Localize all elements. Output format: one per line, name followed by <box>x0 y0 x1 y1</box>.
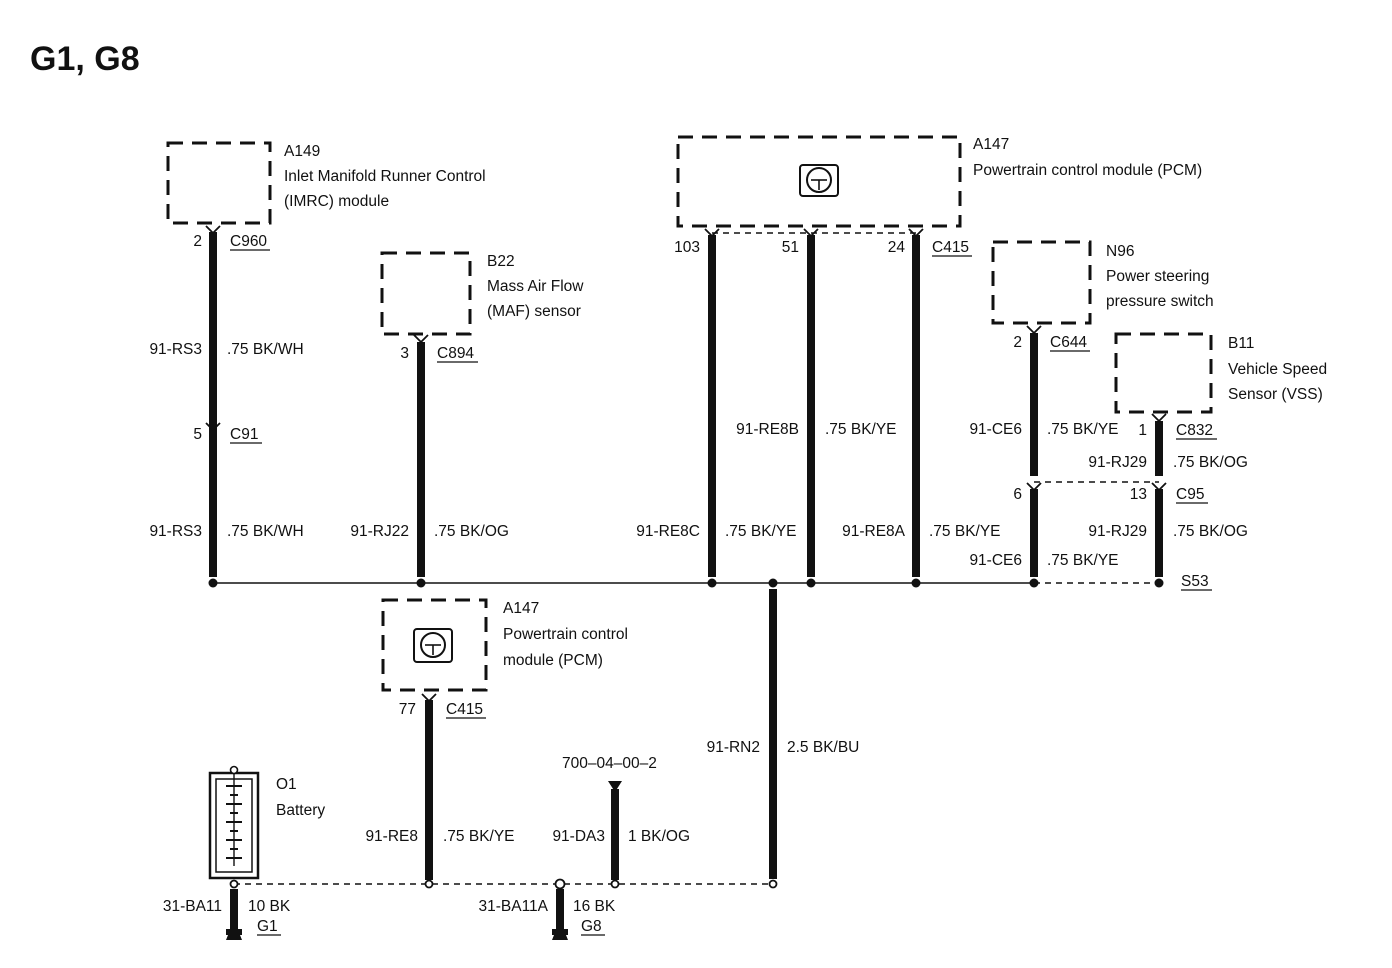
a147-bottom-name-line1: Powertrain control <box>503 626 628 643</box>
connector-c415-bottom: C415 <box>446 701 483 718</box>
wire-spec-re8: .75 BK/YE <box>443 828 515 845</box>
a147-top-id: A147 <box>973 136 1009 153</box>
b22-name-line2: (MAF) sensor <box>487 303 581 320</box>
connector-c894: C894 <box>437 345 474 362</box>
b22-id: B22 <box>487 253 515 270</box>
battery-icon <box>208 765 260 880</box>
a149-imrc-module-box <box>166 141 272 225</box>
a149-id: A149 <box>284 143 320 160</box>
a149-name-line1: Inlet Manifold Runner Control <box>284 168 486 185</box>
splice-node-dots <box>208 578 1164 588</box>
a147-bottom-id: A147 <box>503 600 539 617</box>
connector-c960: C960 <box>230 233 267 250</box>
wire-code-rj22: 91-RJ22 <box>350 523 409 540</box>
wire-code-re8a: 91-RE8A <box>842 523 906 540</box>
wire-spec-re8b: .75 BK/YE <box>825 421 897 438</box>
pin-pcm-103: 103 <box>674 239 700 256</box>
b22-maf-sensor-box <box>380 251 472 336</box>
wire-spec-rs3-lower: .75 BK/WH <box>227 523 304 540</box>
n96-name-line1: Power steering <box>1106 268 1209 285</box>
b22-name-line1: Mass Air Flow <box>487 278 584 295</box>
wire-code-ce6-upper: 91-CE6 <box>969 421 1022 438</box>
wire-code-re8b: 91-RE8B <box>736 421 799 438</box>
wire-code-rs3-lower: 91-RS3 <box>149 523 202 540</box>
ground-g1-label: G1 <box>257 918 278 935</box>
wire-spec-re8c: .75 BK/YE <box>725 523 797 540</box>
pin-a149-c91: 5 <box>193 426 202 443</box>
wire-code-ce6-lower: 91-CE6 <box>969 552 1022 569</box>
wire-spec-rs3-upper: .75 BK/WH <box>227 341 304 358</box>
ground-bus-nodes <box>229 878 778 890</box>
wire-code-rs3-upper: 91-RS3 <box>149 341 202 358</box>
a147-pcm-bottom-box <box>381 598 488 692</box>
wire-code-rj29-lower: 91-RJ29 <box>1088 523 1147 540</box>
wire-spec-rn2: 2.5 BK/BU <box>787 739 859 756</box>
wire-code-rn2: 91-RN2 <box>707 739 760 756</box>
b11-id: B11 <box>1228 335 1254 352</box>
pin-b11-c95: 13 <box>1130 486 1147 503</box>
n96-id: N96 <box>1106 243 1134 260</box>
wire-spec-ce6-upper: .75 BK/YE <box>1047 421 1119 438</box>
wire-spec-re8a: .75 BK/YE <box>929 523 1001 540</box>
connector-c95: C95 <box>1176 486 1204 503</box>
b11-name-line1: Vehicle Speed <box>1228 361 1327 378</box>
wire-spec-ba11a: 16 BK <box>573 898 616 915</box>
pin-a149-c960: 2 <box>193 233 202 250</box>
wire-code-ba11: 31-BA11 <box>163 898 222 915</box>
wire-code-re8: 91-RE8 <box>365 828 418 845</box>
wire-spec-ce6-lower: .75 BK/YE <box>1047 552 1119 569</box>
wire-spec-rj29-lower: .75 BK/OG <box>1173 523 1248 540</box>
pin-b11-c832: 1 <box>1138 422 1147 439</box>
pin-b22-c894: 3 <box>400 345 409 362</box>
a147-pcm-top-box <box>676 135 962 228</box>
pin-pcm-24: 24 <box>888 239 906 256</box>
pin-pcm-51: 51 <box>782 239 799 256</box>
n96-name-line2: pressure switch <box>1106 293 1214 310</box>
ground-g8-icon <box>552 929 568 940</box>
b11-name-line2: Sensor (VSS) <box>1228 386 1323 403</box>
o1-name: Battery <box>276 802 325 819</box>
n96-power-steering-switch-box <box>991 240 1092 325</box>
wire-spec-ba11: 10 BK <box>248 898 291 915</box>
wire-code-rj29-upper: 91-RJ29 <box>1088 454 1147 471</box>
pin-n96-c644: 2 <box>1013 334 1022 351</box>
splice-s53: S53 <box>1181 573 1209 590</box>
ground-g8-label: G8 <box>581 918 602 935</box>
connector-c832: C832 <box>1176 422 1213 439</box>
connector-c644: C644 <box>1050 334 1087 351</box>
pcm-ground-symbol-icon <box>413 628 453 663</box>
ground-g1-icon <box>226 929 242 940</box>
wire-spec-rj22: .75 BK/OG <box>434 523 509 540</box>
pcm-ground-symbol-icon <box>799 164 839 197</box>
wire-spec-rj29-upper: .75 BK/OG <box>1173 454 1248 471</box>
connector-c415-top: C415 <box>932 239 969 256</box>
pin-pcm-77: 77 <box>399 701 416 718</box>
wire-code-ba11a: 31-BA11A <box>478 898 548 915</box>
pin-n96-c95: 6 <box>1013 486 1022 503</box>
reference-700-04-00-2: 700–04–00–2 <box>562 755 657 772</box>
connector-underlines <box>230 249 1217 936</box>
connector-chevron-icons <box>205 225 1167 703</box>
a147-top-name: Powertrain control module (PCM) <box>973 162 1202 179</box>
connector-c91: C91 <box>230 426 258 443</box>
wire-code-da3: 91-DA3 <box>552 828 605 845</box>
b11-vss-box <box>1114 332 1213 414</box>
a149-name-line2: (IMRC) module <box>284 193 389 210</box>
o1-id: O1 <box>276 776 297 793</box>
diagram-title: G1, G8 <box>30 40 140 78</box>
a147-bottom-name-line2: module (PCM) <box>503 652 603 669</box>
wire-code-re8c: 91-RE8C <box>636 523 700 540</box>
wire-spec-da3: 1 BK/OG <box>628 828 690 845</box>
reference-marker-icon <box>608 781 622 792</box>
